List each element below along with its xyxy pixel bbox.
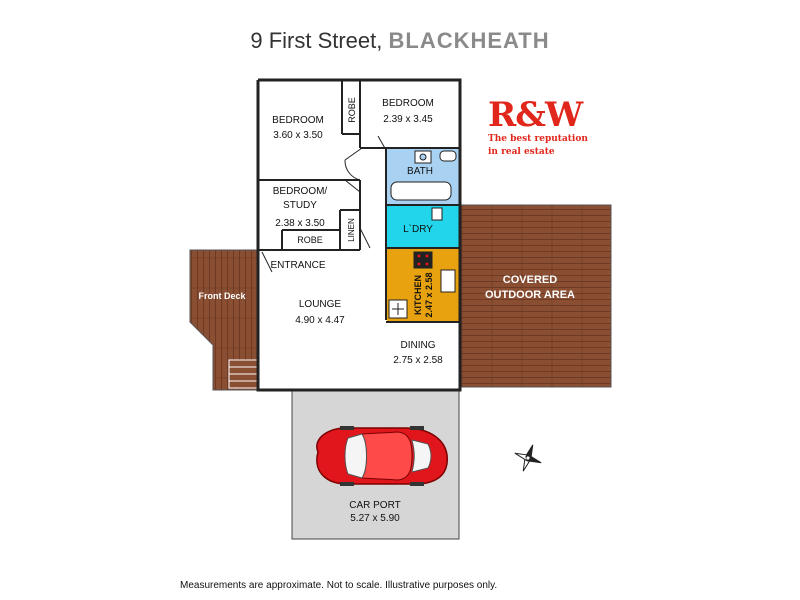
walls	[256, 78, 462, 392]
address-text: 9 First Street,	[250, 28, 389, 53]
front-deck-label: Front Deck	[198, 291, 246, 301]
bedroom1-label: BEDROOM	[272, 115, 324, 126]
bath-fixtures	[390, 150, 457, 201]
bedroom1-size: 3.60 x 3.50	[273, 130, 323, 141]
covered-outdoor-area	[460, 204, 612, 388]
dining-label: DINING	[401, 340, 436, 351]
robe2-label: ROBE	[297, 235, 323, 245]
covered-outdoor-label-2: OUTDOOR AREA	[485, 289, 575, 301]
robe1-label: ROBE	[347, 97, 357, 123]
kitchen-fixtures	[388, 251, 456, 319]
lounge-size: 4.90 x 4.47	[295, 315, 345, 326]
logo-mark: R&W	[488, 95, 583, 135]
linen-label: LINEN	[347, 218, 356, 242]
lounge-label: LOUNGE	[299, 299, 342, 310]
compass-icon	[514, 444, 542, 472]
door-swings	[261, 135, 387, 273]
disclaimer-note: Measurements are approximate. Not to sca…	[180, 580, 498, 591]
bedroom2-label: BEDROOM	[382, 98, 434, 109]
kitchen-size: 2.47 x 2.58	[424, 272, 434, 317]
logo-tagline-line2: in real estate	[488, 147, 555, 157]
laundry-label: L`DRY	[403, 223, 433, 235]
bedroom-study-label-2: STUDY	[283, 200, 317, 211]
dining-size: 2.75 x 2.58	[393, 355, 443, 366]
car-icon	[316, 426, 448, 486]
logo-tagline-line1: The best reputation	[488, 134, 588, 144]
kitchen-label: KITCHEN	[413, 275, 423, 315]
brand-logo: R&W The best reputation in real estate	[488, 98, 588, 158]
bedroom2-size: 2.39 x 3.45	[383, 114, 433, 125]
deck-steps	[228, 359, 258, 389]
suburb-text: BLACKHEATH	[388, 28, 550, 53]
bedroom-study-size: 2.38 x 3.50	[275, 218, 325, 229]
car-port-size: 5.27 x 5.90	[350, 513, 400, 524]
laundry-area	[387, 206, 460, 247]
laundry-tub	[431, 207, 443, 221]
covered-outdoor-label-1: COVERED	[503, 274, 557, 286]
car-port-label: CAR PORT	[349, 500, 401, 511]
page-title: 9 First Street, BLACKHEATH	[0, 28, 800, 54]
entrance-label: ENTRANCE	[270, 260, 325, 271]
bath-label: BATH	[407, 166, 433, 177]
bedroom-study-label-1: BEDROOM/	[273, 186, 328, 197]
